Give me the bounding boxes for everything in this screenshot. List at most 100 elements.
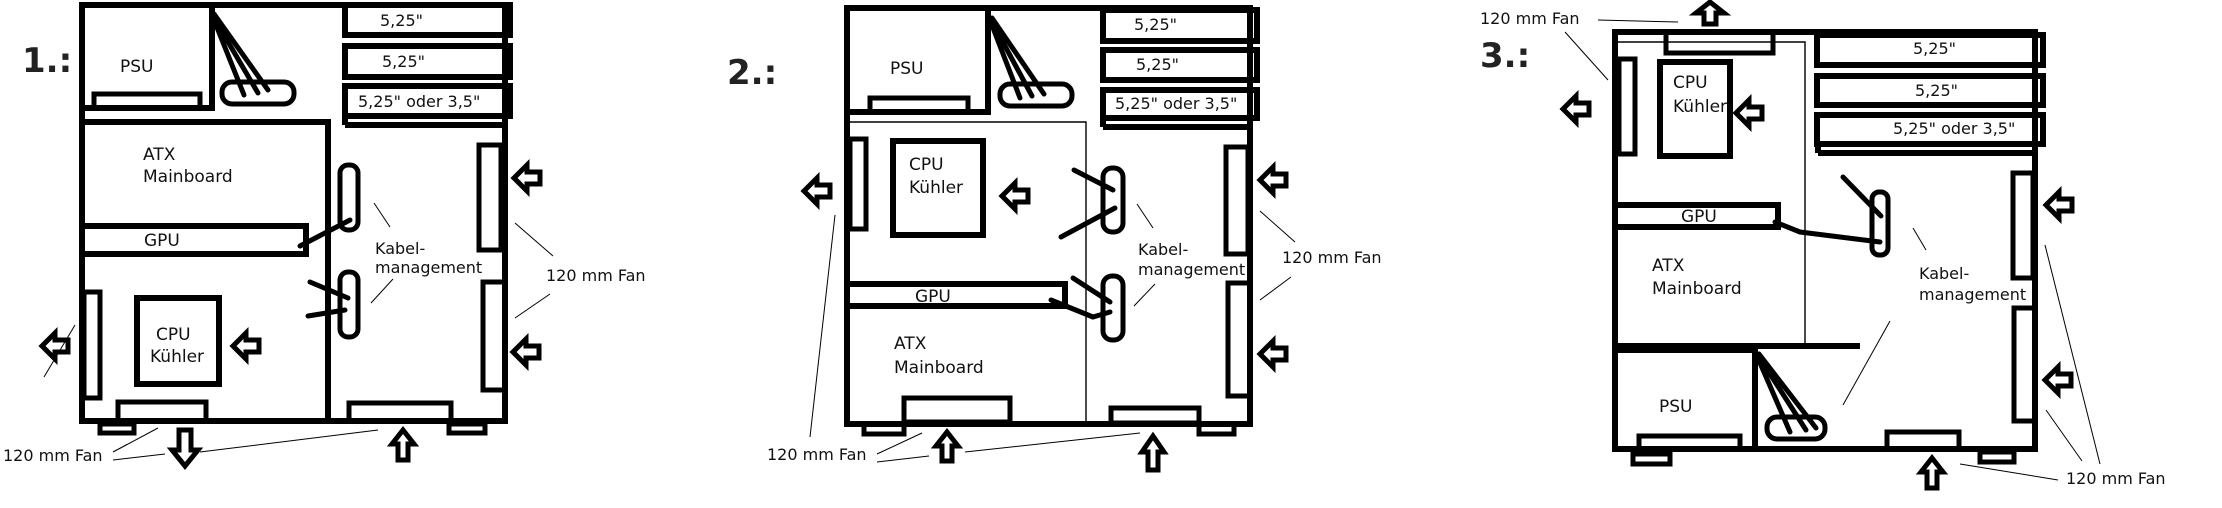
bay-label: 5,25" (382, 52, 425, 71)
exhaust-up-arrow-icon (1688, 0, 1732, 27)
psu-fan (1636, 433, 1743, 452)
psu-box (1617, 347, 1758, 449)
front-fan-top (1223, 144, 1251, 257)
case-foot (1977, 449, 2017, 465)
case-foot (1630, 451, 1673, 467)
intake-up-arrow-icon (386, 425, 420, 463)
bottom-fan-right (346, 400, 454, 424)
bay-label: 5,25" oder 3,5" (1893, 119, 2015, 138)
case-outline (1612, 29, 2038, 452)
exhaust-arrow-icon (804, 178, 830, 204)
mainboard-outline (1615, 41, 1806, 347)
psu-label: PSU (1659, 397, 1693, 417)
mainboard-outline (82, 119, 331, 421)
cpu-label-1: CPU (1673, 73, 1708, 93)
cable-label-1: Kabel- (1138, 240, 1188, 259)
bottom-fan (1884, 429, 1962, 452)
diagram-2: 2.: PSU 5,25" 5,25" 5,25" oder 3,5" CPU … (727, 5, 1382, 473)
cable-label-1: Kabel- (1919, 264, 1969, 283)
exhaust-arrow-icon (42, 333, 68, 359)
front-fan-bottom (480, 279, 508, 393)
psu-cable-bundle (1754, 351, 1828, 442)
front-fan-label: 120 mm Fan (1282, 248, 1382, 267)
drive-bays: 5,25" 5,25" 5,25" oder 3,5" (1100, 7, 1260, 130)
cpu-label-2: Kühler (1673, 97, 1727, 117)
intake-up-arrow-icon (930, 427, 964, 464)
intake-arrow-icon (514, 165, 540, 191)
intake-arrow-icon (2045, 367, 2071, 393)
cable-management: Kabel- management (297, 162, 482, 340)
bottom-fan-label: 120 mm Fan (767, 445, 867, 464)
diagram-3: 3.: 120 mm Fan CPU Kühler GPU ATX Mainbo… (1480, 0, 2166, 491)
diagram-number: 2.: (727, 53, 777, 93)
drive-bays: 5,25" 5,25" 5,25" oder 3,5" (342, 2, 513, 128)
gpu-label: GPU (144, 231, 180, 251)
psu-label: PSU (890, 59, 924, 79)
front-fan-label: 120 mm Fan (2066, 469, 2166, 488)
psu-label: PSU (120, 57, 154, 77)
cable-label-1: Kabel- (375, 239, 425, 258)
cpu-cooler (1657, 59, 1733, 159)
bay-label: 5,25" (1134, 15, 1177, 34)
case-foot (446, 421, 488, 436)
bay-label: 5,25" (1136, 55, 1179, 74)
cable-label-2: management (1138, 260, 1245, 279)
front-fan-top (476, 142, 504, 253)
bottom-fan-right (1108, 405, 1202, 426)
airflow-arrow-icon (1736, 100, 1762, 126)
gpu-card (79, 223, 309, 257)
case-foot (97, 421, 137, 436)
mainboard-label-1: ATX (1652, 256, 1685, 276)
rear-fan-label: 120 mm Fan (3, 446, 103, 465)
cable-label-2: management (375, 258, 482, 277)
case-foot (861, 421, 907, 437)
airflow-arrow-icon (1002, 183, 1028, 209)
mainboard-label-2: Mainboard (1652, 279, 1742, 299)
intake-arrow-icon (513, 339, 539, 365)
psu-cable-bundle (209, 11, 297, 107)
mainboard-label-1: ATX (894, 334, 927, 354)
bay-label: 5,25" oder 3,5" (358, 92, 480, 111)
cpu-cooler (134, 295, 222, 387)
bottom-fan-left (115, 399, 209, 424)
cable-management: Kabel- management (1772, 174, 2026, 406)
cpu-label-2: Kühler (909, 178, 963, 198)
psu-fan (867, 95, 971, 115)
top-fan-label: 120 mm Fan (1480, 9, 1580, 28)
psu-fan (91, 91, 203, 111)
diagram-1: 1.: PSU 5,25" 5,25" 5,25" oder 3,5" ATX … (3, 2, 646, 470)
rear-fan (847, 136, 869, 232)
psu-cable-bundle (987, 15, 1075, 109)
rear-fan (1616, 56, 1638, 157)
cable-label-2: management (1919, 285, 2026, 304)
gpu-label: GPU (1681, 207, 1717, 227)
diagram-number: 1.: (22, 41, 72, 81)
exhaust-arrow-icon (1563, 96, 1589, 122)
bay-label: 5,25" (1913, 39, 1956, 58)
bay-label: 5,25" (1915, 81, 1958, 100)
intake-up-arrow-icon (1137, 431, 1169, 473)
gpu-label: GPU (915, 287, 951, 307)
mainboard-label-2: Mainboard (894, 358, 984, 378)
cpu-label-1: CPU (909, 155, 944, 175)
intake-up-arrow-icon (1915, 453, 1949, 491)
front-fan-label: 120 mm Fan (546, 266, 646, 285)
bottom-fan-left (901, 395, 1013, 425)
exhaust-down-arrow-icon (166, 427, 204, 470)
cable-management: Kabel- management (1048, 165, 1245, 343)
cpu-label-1: CPU (156, 325, 191, 345)
airflow-arrow-icon (233, 333, 259, 359)
drive-bays: 5,25" 5,25" 5,25" oder 3,5" (1814, 32, 2046, 156)
front-fan-bottom (1225, 280, 1253, 399)
intake-arrow-icon (1260, 167, 1286, 193)
mainboard-label-1: ATX (143, 145, 176, 165)
cpu-label-2: Kühler (150, 347, 204, 367)
intake-arrow-icon (2046, 192, 2072, 218)
cpu-cooler (890, 138, 986, 238)
mainboard-label-2: Mainboard (143, 167, 233, 187)
bay-label: 5,25" oder 3,5" (1115, 94, 1237, 113)
gpu-card (844, 281, 1068, 309)
front-fan-bottom (2011, 305, 2038, 424)
diagram-number: 3.: (1480, 36, 1530, 76)
front-fan-top (2010, 170, 2036, 281)
